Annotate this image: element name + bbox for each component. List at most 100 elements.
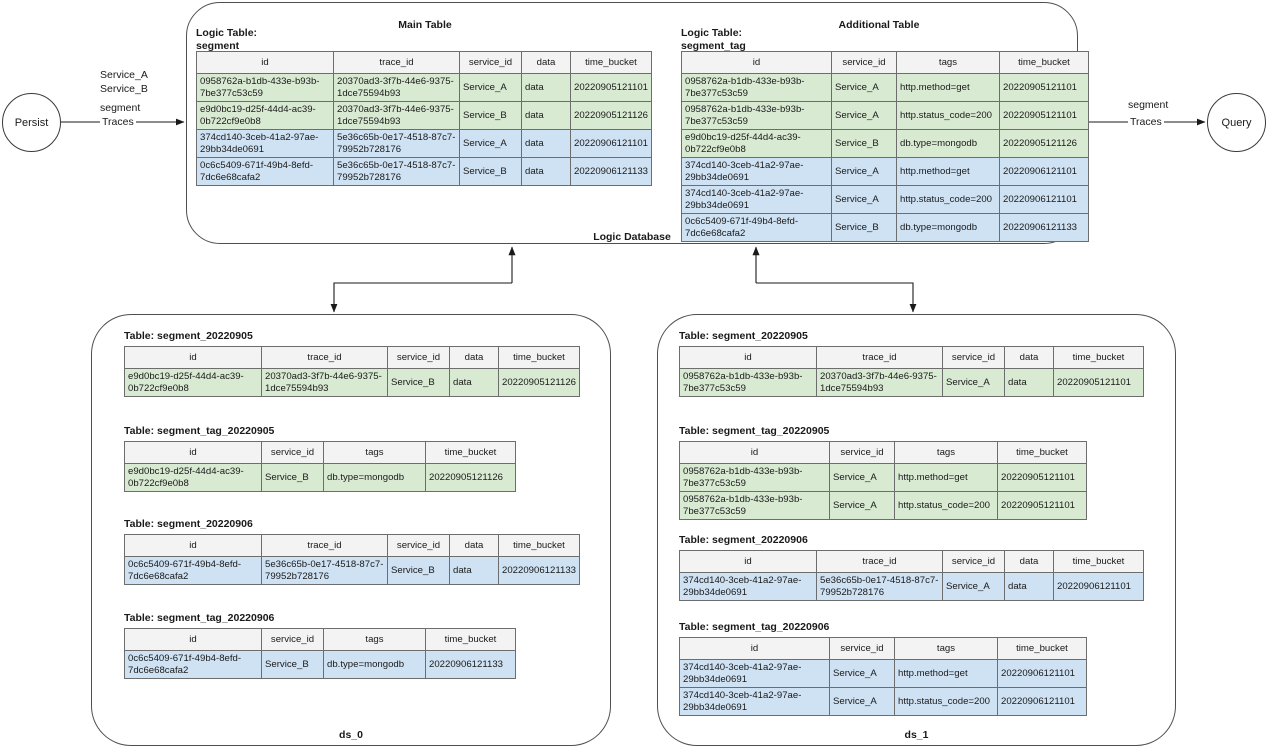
column-header: id [124, 534, 262, 557]
table-cell: Service_B [261, 650, 324, 679]
table-cell: Service_A [459, 129, 522, 158]
edge-label-out-traces: Traces [1128, 115, 1164, 129]
table-cell: data [521, 157, 571, 186]
table-cell: 0958762a-b1db-433e-b93b-7be377c53c59 [679, 463, 830, 492]
table-cell: 374cd140-3ceb-41a2-97ae-29bb34de0691 [681, 185, 832, 214]
column-header: time_bucket [425, 441, 516, 464]
table-cell: http.status_code=200 [896, 101, 1000, 130]
column-header: trace_id [816, 550, 943, 573]
column-header: service_id [829, 637, 895, 660]
table-cell: 20220906121101 [997, 659, 1087, 688]
table-cell: data [521, 101, 571, 130]
table-cell: 20370ad3-3f7b-44e6-9375-1dce75594b93 [333, 73, 460, 102]
table-cell: 20220906121133 [425, 650, 516, 679]
table-cell: Service_A [942, 572, 1005, 601]
table-cell: Service_B [831, 213, 897, 242]
column-header: tags [896, 51, 1000, 74]
table-cell: 5e36c65b-0e17-4518-87c7-79952b728176 [333, 129, 460, 158]
column-header: time_bucket [498, 534, 580, 557]
table-cell: e9d0bc19-d25f-44d4-ac39-0b722cf9e0b8 [196, 101, 334, 130]
ds1-caption: ds_1 [904, 729, 929, 741]
column-header: service_id [942, 550, 1005, 573]
column-header: service_id [261, 441, 324, 464]
column-header: id [679, 550, 817, 573]
column-header: time_bucket [425, 628, 516, 651]
table-cell: Service_B [831, 129, 897, 158]
column-header: data [1004, 346, 1054, 369]
table-cell: http.status_code=200 [896, 185, 1000, 214]
logic-database-caption: Logic Database [593, 231, 671, 243]
table-cell: data [521, 73, 571, 102]
column-header: time_bucket [997, 637, 1087, 660]
column-header: trace_id [261, 346, 388, 369]
column-header: service_id [459, 51, 522, 74]
table-cell: 20220905121126 [498, 368, 580, 397]
table-cell: http.method=get [894, 659, 998, 688]
table-cell: e9d0bc19-d25f-44d4-ac39-0b722cf9e0b8 [124, 463, 262, 492]
table-cell: 0c6c5409-671f-49b4-8efd-7dc6e68cafa2 [124, 650, 262, 679]
table-cell: 0958762a-b1db-433e-b93b-7be377c53c59 [681, 73, 832, 102]
table-cell: 20220906121133 [999, 213, 1089, 242]
table-cell: http.status_code=200 [894, 491, 998, 520]
table-cell: 20220906121101 [1053, 572, 1144, 601]
table-cell: Service_A [829, 687, 895, 716]
query-node-label: Query [1221, 116, 1252, 129]
column-header: data [449, 534, 499, 557]
table-cell: 0958762a-b1db-433e-b93b-7be377c53c59 [196, 73, 334, 102]
table-cell: e9d0bc19-d25f-44d4-ac39-0b722cf9e0b8 [681, 129, 832, 158]
column-header: trace_id [261, 534, 388, 557]
table-cell: 20220905121101 [999, 101, 1089, 130]
ds0-segment-20220905-title: Table: segment_20220905 [124, 330, 253, 342]
query-node[interactable]: Query [1207, 93, 1266, 152]
column-header: data [449, 346, 499, 369]
table-cell: 20220906121101 [570, 129, 652, 158]
additional-table-heading: Additional Table [838, 19, 920, 31]
ds1-segment-tag-20220905-title: Table: segment_tag_20220905 [679, 425, 830, 437]
column-header: time_bucket [1053, 346, 1144, 369]
table-cell: 374cd140-3ceb-41a2-97ae-29bb34de0691 [196, 129, 334, 158]
table-cell: http.method=get [896, 157, 1000, 186]
persist-node-label: Persist [14, 116, 49, 129]
column-header: time_bucket [498, 346, 580, 369]
additional-logic-table-label: Logic Table: segment_tag [681, 27, 746, 52]
table-cell: 20370ad3-3f7b-44e6-9375-1dce75594b93 [333, 101, 460, 130]
table-cell: 20220905121101 [999, 73, 1089, 102]
table-cell: Service_A [459, 73, 522, 102]
persist-node[interactable]: Persist [2, 93, 61, 152]
table-cell: 20220906121133 [498, 556, 580, 585]
table-cell: 374cd140-3ceb-41a2-97ae-29bb34de0691 [679, 687, 830, 716]
table-cell: Service_B [459, 101, 522, 130]
table-cell: db.type=mongodb [323, 650, 426, 679]
table-cell: data [521, 129, 571, 158]
column-header: service_id [387, 346, 450, 369]
column-header: service_id [387, 534, 450, 557]
table-cell: 5e36c65b-0e17-4518-87c7-79952b728176 [333, 157, 460, 186]
column-header: service_id [942, 346, 1005, 369]
table-cell: 20220906121133 [570, 157, 652, 186]
ds1-segment-20220906-title: Table: segment_20220906 [679, 534, 808, 546]
arrow-db-to-ds0 [330, 282, 512, 313]
